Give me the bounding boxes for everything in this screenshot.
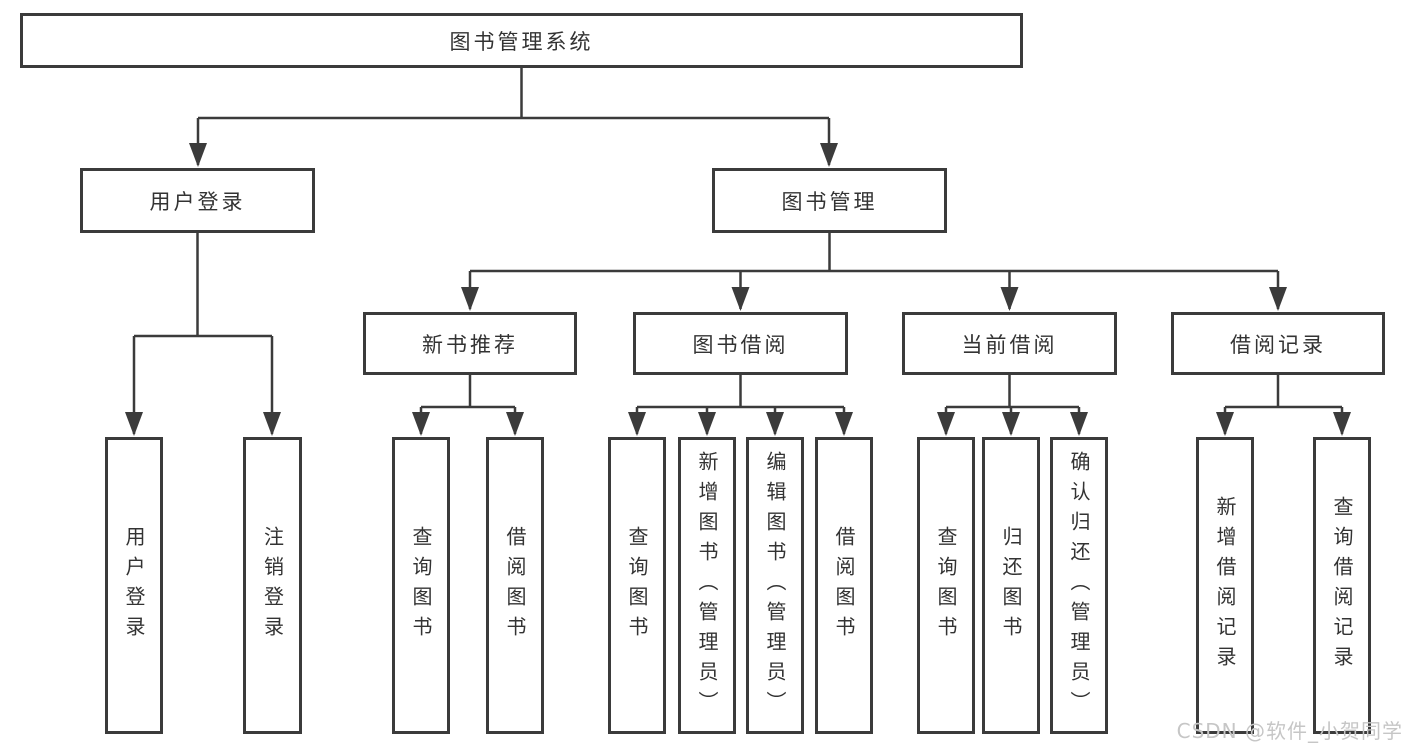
leaf-borrow-books-1: 借阅图书 [486,437,544,734]
leaf-query-books-2: 查询图书 [608,437,666,734]
node-label: 图书管理系统 [449,29,594,54]
connector-root-trunk [198,68,829,120]
leaf-add-book-admin: 新增图书（管理员） [678,437,736,734]
node-label: 借阅图书 [503,525,527,646]
node-label: 注销登录 [260,525,285,646]
node-label: 查询图书 [625,525,649,646]
node-label: 查询图书 [934,525,958,646]
node-label: 确认归还（管理员） [1067,450,1091,721]
node-label: 借阅图书 [832,525,856,646]
node-label: 用户登录 [149,189,246,214]
node-user-login-branch: 用户登录 [80,168,315,233]
node-label: 图书管理 [781,189,878,214]
node-library-management-system: 图书管理系统 [20,13,1023,68]
node-label: 新增借阅记录 [1213,495,1237,676]
node-label: 用户登录 [122,525,146,646]
node-label: 编辑图书（管理员） [763,450,787,721]
leaf-borrow-books-2: 借阅图书 [815,437,873,734]
connector-book-borrowing-bus [637,375,844,409]
node-label: 查询借阅记录 [1330,495,1354,676]
node-label: 借阅记录 [1230,332,1326,357]
connector-new-book-recommendation-bus [421,375,515,409]
node-label: 归还图书 [999,525,1023,646]
node-label: 新书推荐 [422,332,518,357]
connector-user-login-bus [134,233,272,338]
connector-current-borrowing-bus [946,375,1079,409]
connector-book-management-bus [470,233,1278,273]
leaf-add-borrow-record: 新增借阅记录 [1196,437,1254,734]
connector-borrowing-records-bus [1225,375,1342,409]
leaf-logout: 注销登录 [243,437,302,734]
node-book-borrowing: 图书借阅 [633,312,848,375]
node-new-book-recommendation: 新书推荐 [363,312,577,375]
node-book-management: 图书管理 [712,168,947,233]
node-label: 新增图书（管理员） [695,450,719,721]
leaf-edit-book-admin: 编辑图书（管理员） [746,437,804,734]
node-label: 当前借阅 [961,332,1058,357]
leaf-query-borrow-record: 查询借阅记录 [1313,437,1371,734]
csdn-watermark: CSDN @软件_小贺同学 [1176,719,1403,743]
leaf-return-book: 归还图书 [982,437,1040,734]
leaf-query-books-1: 查询图书 [392,437,450,734]
leaf-user-login: 用户登录 [105,437,163,734]
leaf-confirm-return-admin: 确认归还（管理员） [1050,437,1108,734]
node-borrowing-records: 借阅记录 [1171,312,1385,375]
node-label: 图书借阅 [692,332,789,357]
node-current-borrowing: 当前借阅 [902,312,1117,375]
node-label: 查询图书 [409,525,433,646]
leaf-query-books-3: 查询图书 [917,437,975,734]
